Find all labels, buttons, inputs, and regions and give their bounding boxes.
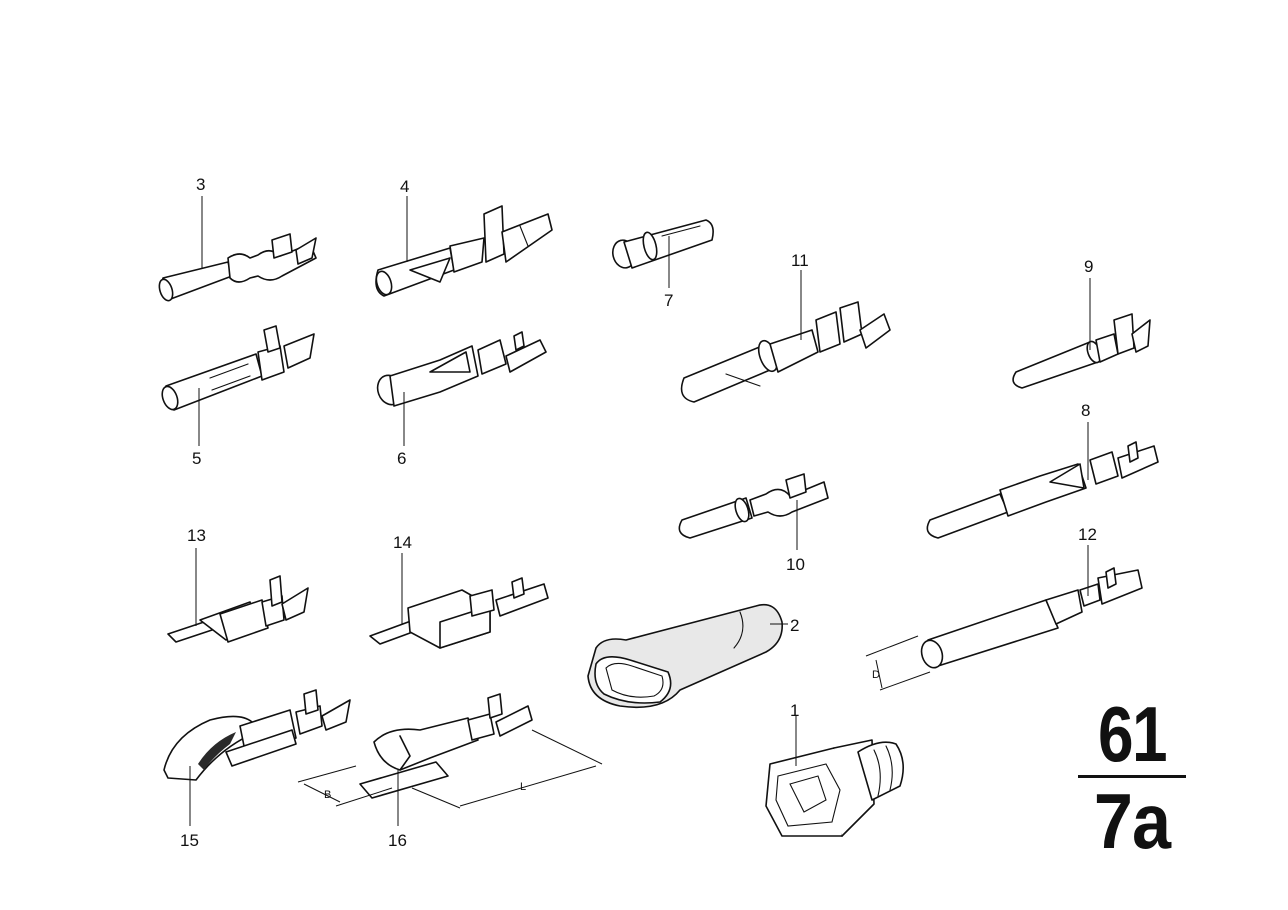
part-5-socket-terminal — [161, 325, 315, 411]
group-divider — [1078, 775, 1186, 778]
part-3-socket-terminal — [158, 233, 317, 302]
part-11-pin-terminal — [680, 301, 891, 403]
part-10-pin-terminal — [678, 473, 829, 539]
callout-9: 9 — [1084, 257, 1093, 276]
part-12-socket-terminal — [920, 567, 1143, 669]
callout-2: 2 — [790, 616, 799, 635]
dimension-l-label: L — [520, 781, 526, 793]
part-4-socket-terminal — [375, 205, 553, 297]
callout-14: 14 — [393, 533, 412, 552]
callout-1: 1 — [790, 701, 799, 720]
part-16-flat-receptacle — [359, 693, 533, 799]
part-9-pin-terminal — [1012, 313, 1151, 389]
callout-7: 7 — [664, 291, 673, 310]
part-6-socket-terminal — [376, 331, 547, 407]
callout-10: 10 — [786, 555, 805, 574]
callout-16: 16 — [388, 831, 407, 850]
group-main-number: 61 — [1098, 690, 1168, 778]
part-14-flat-receptacle — [369, 577, 549, 649]
group-number-label: 61 7a — [1072, 695, 1192, 860]
part-13-flat-receptacle — [167, 575, 309, 643]
callout-12: 12 — [1078, 525, 1097, 544]
callout-6: 6 — [397, 449, 406, 468]
callout-8: 8 — [1081, 401, 1090, 420]
dimension-d-label: D — [872, 669, 880, 681]
callout-3: 3 — [196, 175, 205, 194]
dimension-b: B — [297, 765, 393, 807]
callout-15: 15 — [180, 831, 199, 850]
callout-11: 11 — [791, 251, 809, 270]
dimension-d: D — [865, 635, 931, 691]
part-15-flat-receptacle — [163, 689, 351, 781]
part-8-pin-terminal — [926, 441, 1159, 539]
group-sub-number: 7a — [1093, 777, 1171, 865]
callout-4: 4 — [400, 177, 409, 196]
callout-13: 13 — [187, 526, 206, 545]
dimension-b-label: B — [324, 789, 331, 801]
dimension-l: L — [411, 729, 603, 809]
part-7-pin-sleeve — [612, 219, 714, 269]
callout-5: 5 — [192, 449, 201, 468]
part-1-connector-housing — [765, 739, 904, 837]
part-2-rubber-boot — [587, 603, 783, 709]
